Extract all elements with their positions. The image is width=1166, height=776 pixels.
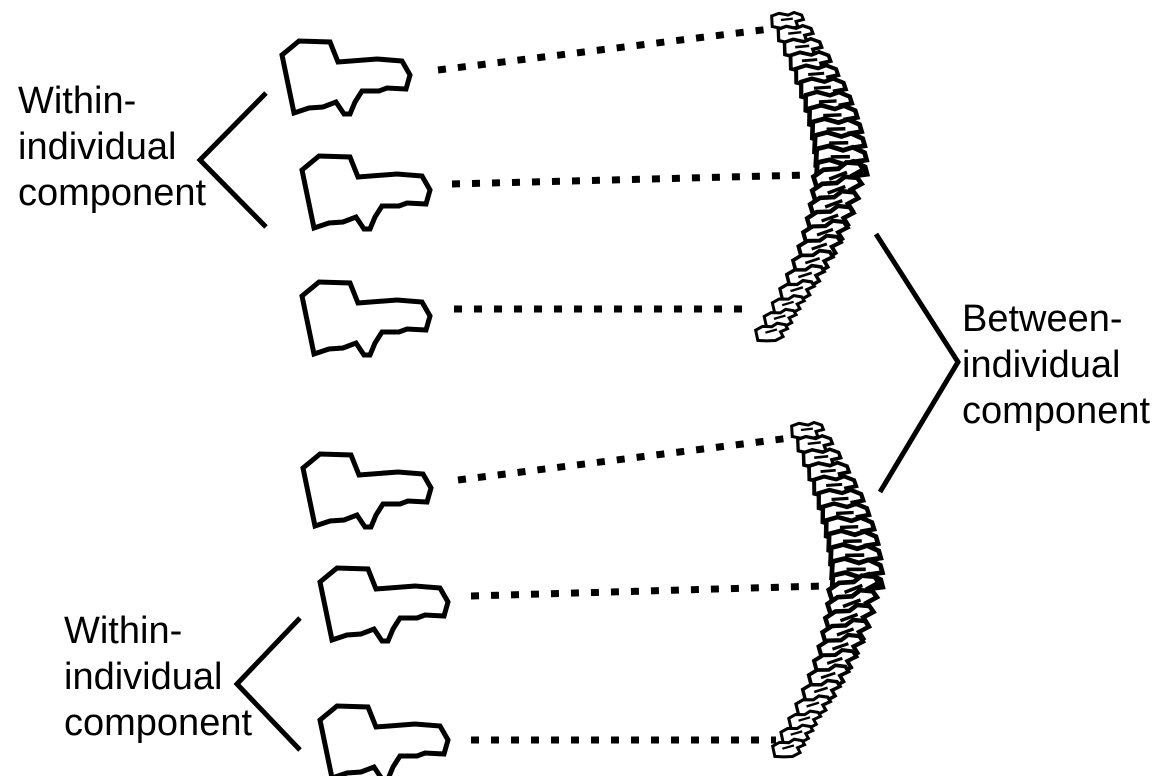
connector-lines [438, 29, 822, 740]
label-line: component [962, 388, 1150, 434]
vertebra-outline-icon [282, 41, 410, 114]
bracket-between [876, 234, 958, 492]
vertebra-outline-icon [320, 706, 448, 776]
label-line: Within- [64, 608, 252, 654]
label-line: individual [962, 342, 1150, 388]
label-within-individual-top: Within- individual component [18, 78, 206, 216]
label-line: component [18, 170, 206, 216]
connector-line-1 [438, 29, 770, 70]
spine-column-icon [772, 422, 883, 760]
label-within-individual-bottom: Within- individual component [64, 608, 252, 746]
vertebra-outline-icon [302, 156, 430, 229]
label-line: individual [64, 654, 252, 700]
label-line: individual [18, 124, 206, 170]
label-line: component [64, 700, 252, 746]
connector-line-2 [452, 175, 808, 184]
label-between-individual: Between- individual component [962, 296, 1150, 434]
label-line: Between- [962, 296, 1150, 342]
vertebra-outline-icon [303, 454, 431, 527]
vertebra-outline-icon [320, 568, 448, 641]
vertebra-outline-icon [302, 282, 430, 355]
connector-line-4 [458, 438, 790, 480]
spine-segment [772, 737, 806, 760]
connector-line-5 [471, 586, 822, 596]
label-line: Within- [18, 78, 206, 124]
bracket-within-top [200, 93, 266, 227]
spine-segment [755, 321, 789, 344]
